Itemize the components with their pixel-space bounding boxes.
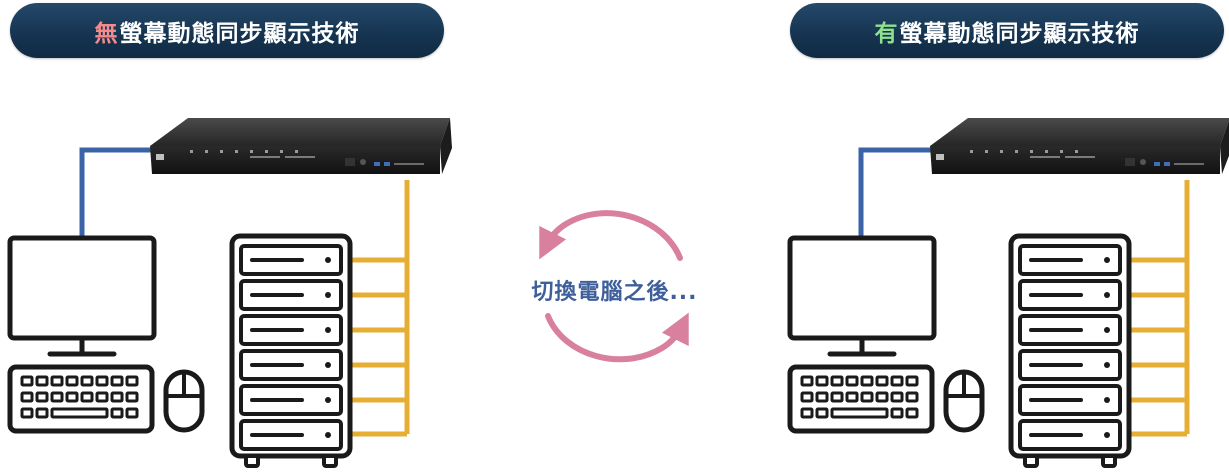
server-rack-icon bbox=[1011, 236, 1129, 466]
gold-cables-left bbox=[349, 180, 407, 434]
title-pill-with-sync: 有螢幕動態同步顯示技術 bbox=[790, 3, 1224, 58]
cycle-arrows-icon bbox=[539, 210, 689, 363]
workstation-right bbox=[790, 238, 982, 431]
gold-cables-right bbox=[1129, 180, 1187, 434]
kvm-switch-icon bbox=[930, 118, 1229, 174]
right-scene bbox=[790, 118, 1229, 466]
title-accent-with: 有 bbox=[874, 20, 899, 47]
left-scene bbox=[10, 118, 452, 466]
server-rack-icon bbox=[232, 236, 350, 466]
title-text-with: 螢幕動態同步顯示技術 bbox=[899, 20, 1140, 47]
title-pill-without-sync: 無螢幕動態同步顯示技術 bbox=[10, 3, 444, 58]
blue-cable-left bbox=[79, 147, 160, 238]
workstation-left bbox=[10, 238, 202, 431]
blue-cable-right bbox=[858, 147, 940, 238]
switch-computer-label: 切換電腦之後... bbox=[531, 280, 698, 305]
kvm-switch-icon bbox=[150, 118, 452, 174]
title-text-without: 螢幕動態同步顯示技術 bbox=[119, 20, 360, 47]
title-accent-without: 無 bbox=[94, 20, 119, 47]
